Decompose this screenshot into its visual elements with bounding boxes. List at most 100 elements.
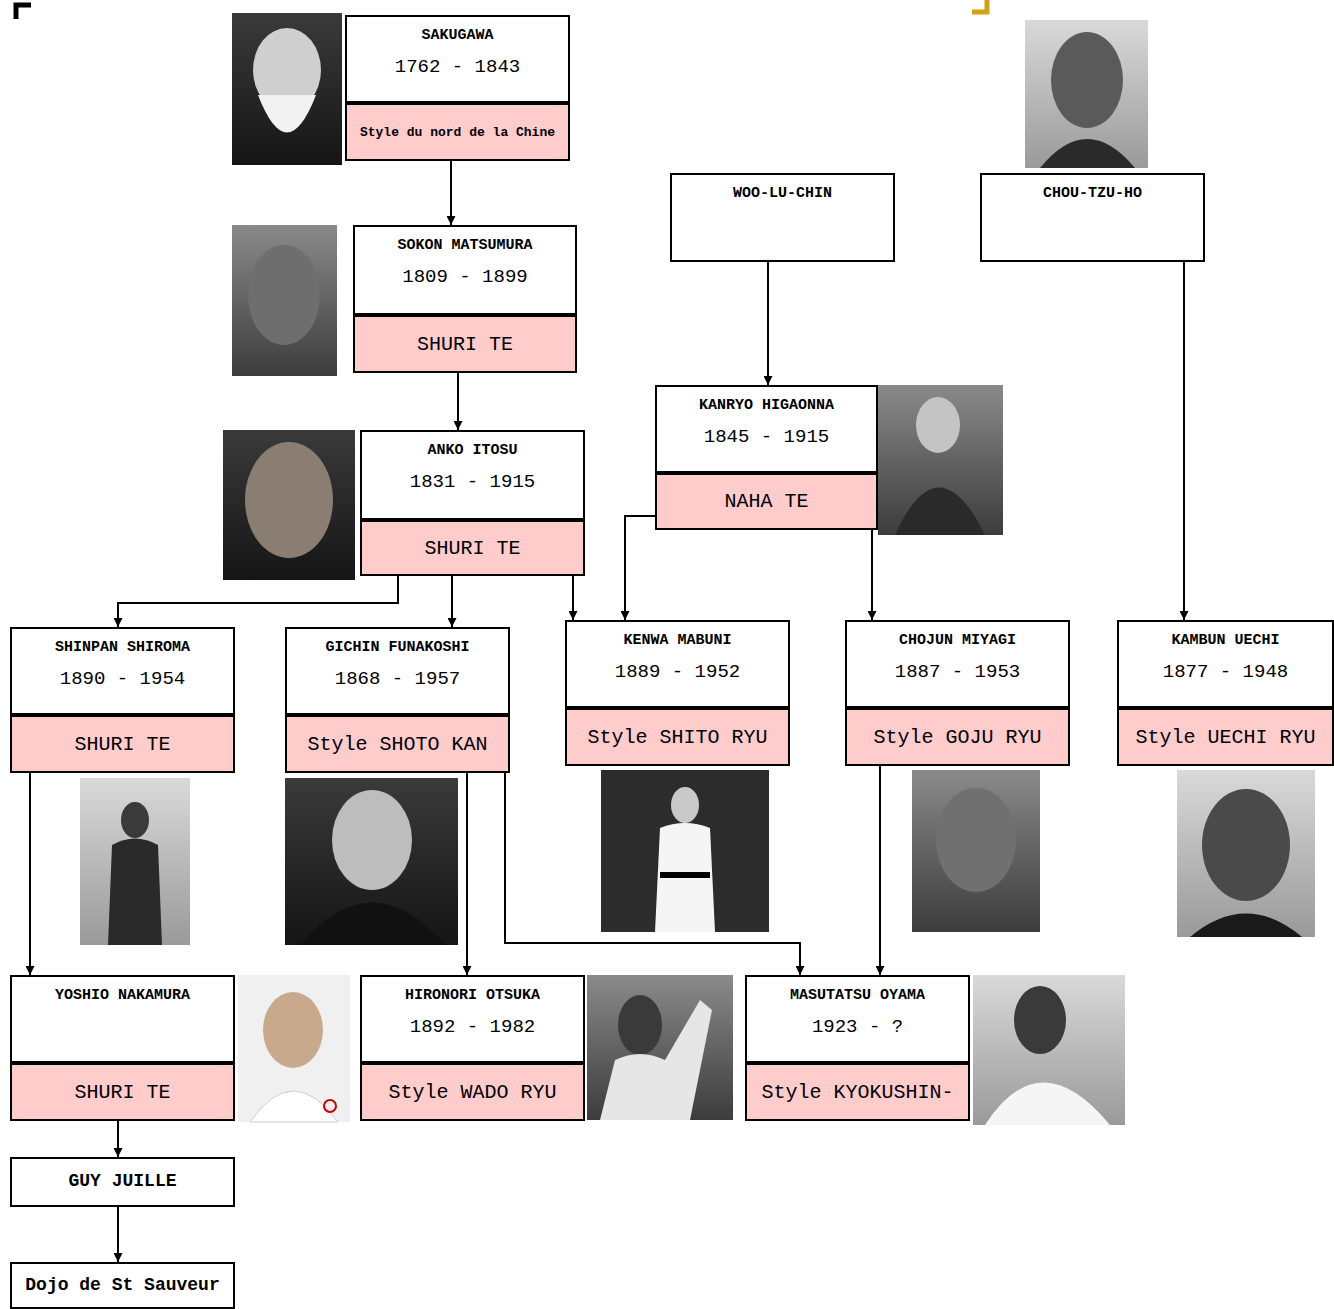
lineage-arrow: [451, 576, 453, 627]
corner-bracket: [972, 0, 987, 12]
life-dates: 1877 - 1948: [1163, 661, 1288, 683]
style-name: NAHA TE: [724, 490, 808, 513]
person-name: SHINPAN SHIROMA: [55, 639, 190, 656]
style-band: Style KYOKUSHIN-: [745, 1063, 970, 1121]
name-box: YOSHIO NAKAMURA: [10, 975, 235, 1063]
lineage-box: Dojo de St Sauveur: [10, 1262, 235, 1309]
name-box: KANRYO HIGAONNA 1845 - 1915: [655, 385, 878, 473]
person-name: HIRONORI OTSUKA: [405, 987, 540, 1004]
name-box: HIRONORI OTSUKA 1892 - 1982: [360, 975, 585, 1063]
lineage-box: KANRYO HIGAONNA 1845 - 1915NAHA TE: [655, 385, 878, 530]
lineage-box: GICHIN FUNAKOSHI 1868 - 1957Style SHOTO K…: [285, 627, 510, 773]
name-box: SAKUGAWA1762 - 1843: [345, 15, 570, 103]
name-box: CHOJUN MIYAGI 1887 - 1953: [845, 620, 1070, 708]
style-band: Style SHITO RYU: [565, 708, 790, 766]
person-name: KANRYO HIGAONNA: [699, 397, 834, 414]
person-name: GICHIN FUNAKOSHI: [325, 639, 469, 656]
name-box: MASUTATSU OYAMA 1923 - ?: [745, 975, 970, 1063]
style-name: Style SHITO RYU: [587, 726, 767, 749]
person-name: Dojo de St Sauveur: [25, 1275, 219, 1295]
style-name: Style WADO RYU: [388, 1081, 556, 1104]
portrait-photo: [1177, 770, 1315, 937]
style-band: NAHA TE: [655, 473, 878, 530]
life-dates: 1890 - 1954: [60, 668, 185, 690]
lineage-box: SHINPAN SHIROMA 1890 - 1954SHURI TE: [10, 627, 235, 773]
lineage-box: WOO-LU-CHIN: [670, 173, 895, 262]
lineage-arrow: [117, 1207, 119, 1262]
person-name: YOSHIO NAKAMURA: [55, 987, 190, 1004]
portrait-photo: [238, 975, 350, 1122]
lineage-arrow: [466, 773, 468, 975]
lineage-arrow: [457, 373, 459, 430]
style-name: SHURI TE: [74, 733, 170, 756]
person-name: SOKON MATSUMURA: [397, 237, 532, 254]
lineage-box: SOKON MATSUMURA1809 - 1899SHURI TE: [353, 225, 577, 373]
style-band: SHURI TE: [353, 315, 577, 373]
lineage-box: YOSHIO NAKAMURA SHURI TE: [10, 975, 235, 1121]
life-dates: 1923 - ?: [812, 1016, 903, 1038]
person-name: WOO-LU-CHIN: [733, 185, 832, 202]
lineage-arrow: [29, 773, 31, 975]
style-name: SHURI TE: [74, 1081, 170, 1104]
style-band: SHURI TE: [360, 520, 585, 576]
portrait-photo: [232, 225, 337, 376]
style-name: Style GOJU RYU: [873, 726, 1041, 749]
style-band: Style du nord de la Chine: [345, 103, 570, 161]
lineage-box: HIRONORI OTSUKA 1892 - 1982Style WADO RYU: [360, 975, 585, 1121]
style-band: SHURI TE: [10, 1063, 235, 1121]
life-dates: 1887 - 1953: [895, 661, 1020, 683]
name-box: GUY JUILLE: [10, 1157, 235, 1207]
lineage-arrow: [879, 766, 881, 975]
person-name: GUY JUILLE: [68, 1171, 176, 1191]
portrait-photo: [232, 13, 342, 165]
life-dates: 1762 - 1843: [395, 56, 520, 78]
person-name: CHOU-TZU-HO: [1043, 185, 1142, 202]
person-name: MASUTATSU OYAMA: [790, 987, 925, 1004]
style-band: Style SHOTO KAN: [285, 715, 510, 773]
person-name: KENWA MABUNI: [623, 632, 731, 649]
lineage-arrow: [767, 262, 769, 385]
lineage-arrow: [572, 576, 574, 620]
lineage-arrow: [118, 576, 398, 627]
portrait-photo: [912, 770, 1040, 932]
name-box: WOO-LU-CHIN: [670, 173, 895, 262]
lineage-arrow: [1183, 262, 1185, 620]
life-dates: 1831 - 1915: [410, 471, 535, 493]
style-band: Style WADO RYU: [360, 1063, 585, 1121]
lineage-box: SAKUGAWA1762 - 1843Style du nord de la C…: [345, 15, 570, 161]
style-name: Style SHOTO KAN: [307, 733, 487, 756]
name-box: KENWA MABUNI 1889 - 1952: [565, 620, 790, 708]
life-dates: 1845 - 1915: [704, 426, 829, 448]
portrait-photo: [223, 430, 355, 580]
portrait-photo: [587, 975, 733, 1120]
portrait-photo: [973, 975, 1125, 1125]
life-dates: 1892 - 1982: [410, 1016, 535, 1038]
corner-bracket: [16, 5, 31, 19]
style-name: Style du nord de la Chine: [360, 125, 555, 140]
life-dates: 1868 - 1957: [335, 668, 460, 690]
portrait-photo: [878, 385, 1003, 535]
portrait-photo: [285, 778, 458, 945]
portrait-photo: [1025, 20, 1148, 168]
lineage-arrow: [625, 516, 655, 620]
life-dates: 1889 - 1952: [615, 661, 740, 683]
name-box: CHOU-TZU-HO: [980, 173, 1205, 262]
name-box: Dojo de St Sauveur: [10, 1262, 235, 1309]
person-name: CHOJUN MIYAGI: [899, 632, 1016, 649]
lineage-arrow: [871, 530, 873, 620]
style-name: SHURI TE: [424, 537, 520, 560]
person-name: ANKO ITOSU: [427, 442, 517, 459]
lineage-arrow: [117, 1121, 119, 1157]
lineage-box: MASUTATSU OYAMA 1923 - ? Style KYOKUSHIN-: [745, 975, 970, 1121]
style-band: SHURI TE: [10, 715, 235, 773]
lineage-box: KAMBUN UECHI1877 - 1948Style UECHI RYU: [1117, 620, 1334, 766]
lineage-box: CHOJUN MIYAGI 1887 - 1953Style GOJU RYU: [845, 620, 1070, 766]
name-box: GICHIN FUNAKOSHI 1868 - 1957: [285, 627, 510, 715]
style-name: Style UECHI RYU: [1135, 726, 1315, 749]
portrait-photo: [601, 770, 769, 932]
name-box: KAMBUN UECHI1877 - 1948: [1117, 620, 1334, 708]
name-box: SHINPAN SHIROMA 1890 - 1954: [10, 627, 235, 715]
lineage-arrow: [450, 161, 452, 225]
lineage-box: ANKO ITOSU 1831 - 1915SHURI TE: [360, 430, 585, 576]
